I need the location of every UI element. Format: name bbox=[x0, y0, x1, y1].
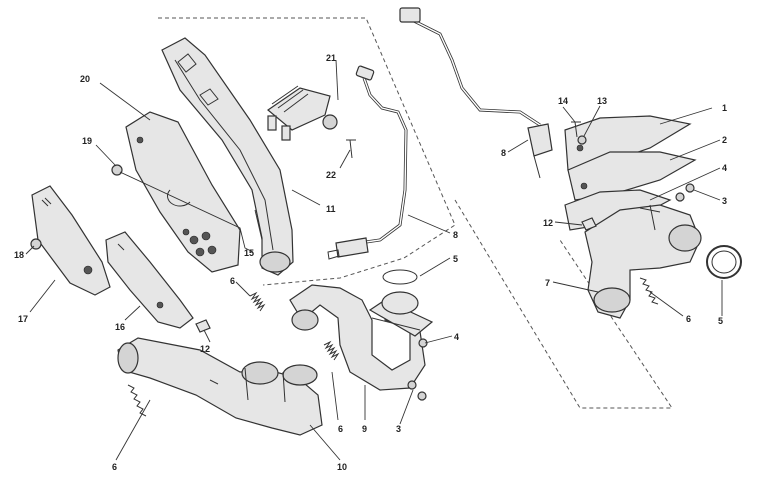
gasket-ring-5 bbox=[706, 245, 742, 279]
oxygen-sensor-right bbox=[399, 7, 553, 179]
callout-12-left: 12 bbox=[200, 344, 210, 354]
nut-19 bbox=[111, 164, 123, 176]
washer-13 bbox=[577, 135, 587, 145]
spring-6-b bbox=[323, 340, 340, 361]
callout-21: 21 bbox=[326, 53, 336, 63]
callout-10: 10 bbox=[337, 462, 347, 472]
nut-3-right-a bbox=[685, 183, 695, 193]
nut-3-lower-a bbox=[407, 380, 417, 390]
callout-16: 16 bbox=[115, 322, 125, 332]
heat-shield-20 bbox=[125, 111, 241, 273]
clip-12-right bbox=[581, 217, 597, 231]
gasket-ring-5-inner bbox=[711, 250, 737, 274]
clip-12-left bbox=[195, 319, 211, 333]
spring-6-c bbox=[127, 384, 147, 417]
callout-4-center: 4 bbox=[454, 332, 459, 342]
callout-4-right: 4 bbox=[722, 163, 727, 173]
callout-2: 2 bbox=[722, 135, 727, 145]
callout-3-lower: 3 bbox=[396, 424, 401, 434]
sensor-bracket-21 bbox=[267, 85, 338, 141]
callout-9: 9 bbox=[362, 424, 367, 434]
nut-3-right-b bbox=[675, 192, 685, 202]
callout-5-center: 5 bbox=[453, 254, 458, 264]
callout-19: 19 bbox=[82, 136, 92, 146]
assembly-boundary-right bbox=[454, 199, 673, 409]
callout-8-right: 8 bbox=[501, 148, 506, 158]
bolt-14 bbox=[571, 121, 581, 138]
callout-1: 1 bbox=[722, 103, 727, 113]
nut-4 bbox=[418, 338, 428, 348]
spring-6-a bbox=[249, 291, 266, 312]
spring-6-d bbox=[639, 277, 659, 305]
callout-13: 13 bbox=[597, 96, 607, 106]
callout-6-center: 6 bbox=[338, 424, 343, 434]
flange-top bbox=[381, 291, 419, 315]
callout-14: 14 bbox=[558, 96, 568, 106]
exhaust-pipe-upper bbox=[161, 37, 294, 276]
callout-6-right: 6 bbox=[686, 314, 691, 324]
exhaust-elbow-7 bbox=[584, 204, 702, 319]
heat-shield-16 bbox=[105, 231, 194, 329]
nut-3-lower-b bbox=[417, 391, 427, 401]
callout-22: 22 bbox=[326, 170, 336, 180]
callout-18: 18 bbox=[14, 250, 24, 260]
callout-12-right: 12 bbox=[543, 218, 553, 228]
callout-3-right: 3 bbox=[722, 196, 727, 206]
screw-22 bbox=[346, 139, 356, 159]
callout-20: 20 bbox=[80, 74, 90, 84]
callout-8-center: 8 bbox=[453, 230, 458, 240]
callout-6-left: 6 bbox=[230, 276, 235, 286]
callout-6-bottom: 6 bbox=[112, 462, 117, 472]
oxygen-sensor-center bbox=[327, 65, 408, 260]
callout-11: 11 bbox=[326, 204, 336, 214]
callout-7: 7 bbox=[545, 278, 550, 288]
exhaust-pipe-lower bbox=[117, 337, 323, 436]
gasket-ring-15 bbox=[382, 269, 418, 285]
assembly-boundary-left bbox=[158, 17, 456, 286]
heat-shield-17 bbox=[31, 185, 111, 296]
leader-lines bbox=[25, 59, 723, 461]
callout-5-right: 5 bbox=[718, 316, 723, 326]
callout-17: 17 bbox=[18, 314, 28, 324]
callout-15: 15 bbox=[244, 248, 254, 258]
